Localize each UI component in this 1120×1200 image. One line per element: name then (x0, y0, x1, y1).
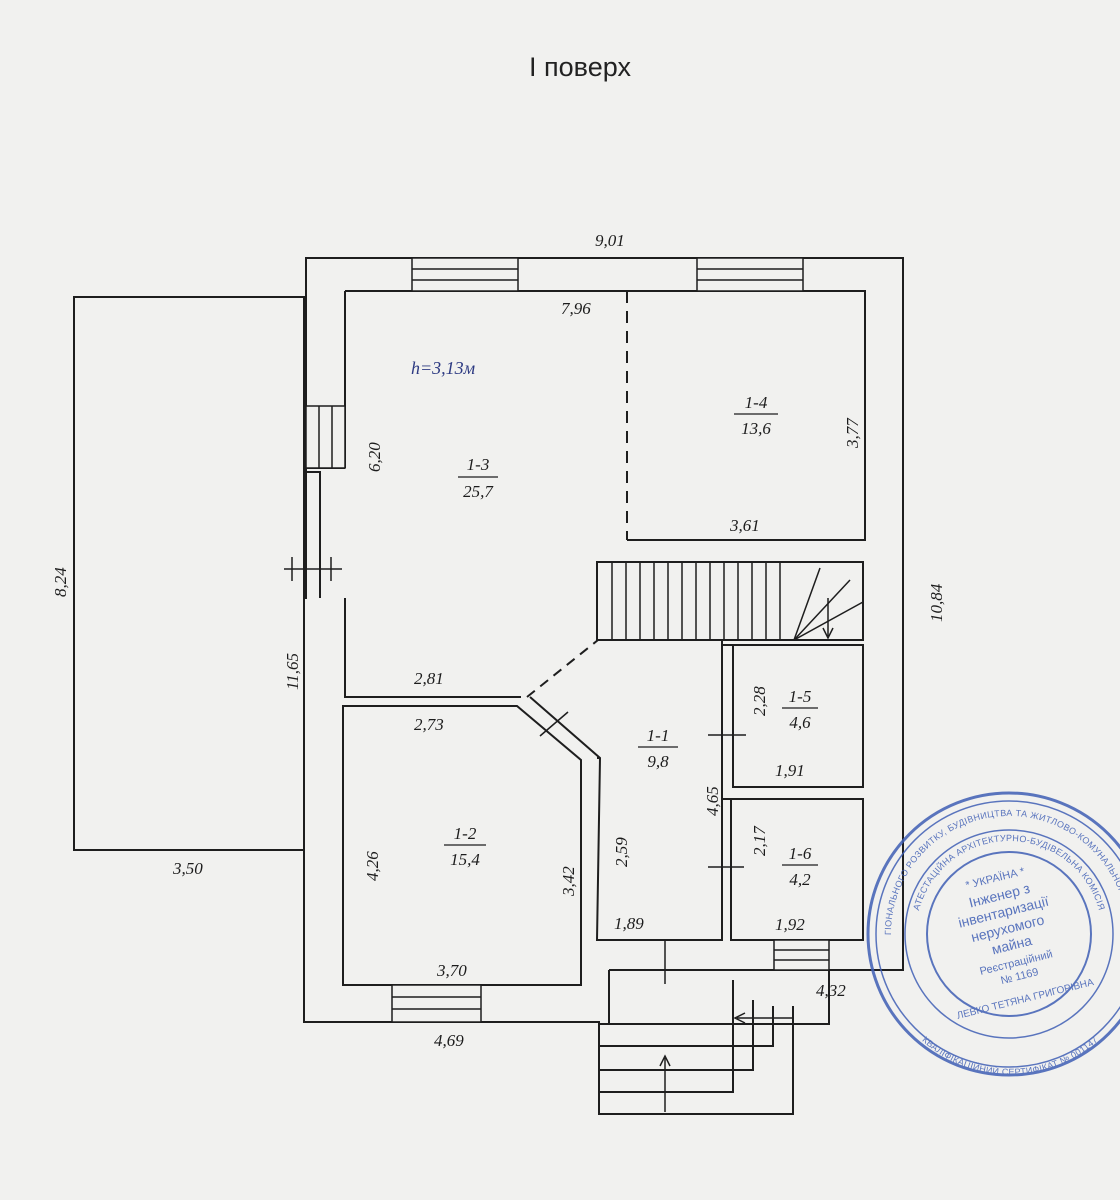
dim-bottom-left: 4,69 (434, 1031, 464, 1050)
room-number: 1-4 (745, 393, 768, 412)
room-label-1-1: 1-1 9,8 (638, 726, 678, 771)
annex-outline (73, 296, 305, 851)
dim-r14-side: 3,77 (843, 417, 862, 449)
dim-r15-side: 2,28 (750, 686, 769, 716)
dim-r12-right: 3,42 (559, 866, 578, 897)
dim-top-outer: 9,01 (595, 231, 625, 250)
dim-annex-height: 8,24 (51, 567, 70, 597)
windows (305, 257, 830, 1023)
official-stamp: МІНІСТЕРСТВО РЕГІОНАЛЬНОГО РОЗВИТКУ, БУД… (0, 0, 1120, 1077)
room-1-4-outline (627, 290, 866, 541)
dim-r15-bottom: 1,91 (775, 761, 805, 780)
dim-r13-bottom: 2,81 (414, 669, 444, 688)
stamp-ring-outer: МІНІСТЕРСТВО РЕГІОНАЛЬНОГО РОЗВИТКУ, БУД… (0, 0, 1120, 935)
room-area: 4,2 (789, 870, 811, 889)
dim-r13-side: 6,20 (365, 442, 384, 472)
room-area: 13,6 (741, 419, 771, 438)
room-number: 1-5 (789, 687, 812, 706)
stamp-ring-bottom: КВАЛІФІКАЦІЙНИЙ СЕРТИФІКАТ № 001147 (920, 1034, 1099, 1077)
dim-r11-diag: 2,59 (612, 837, 631, 867)
room-1-1-outline (529, 640, 723, 941)
window (305, 405, 346, 469)
dim-r16-side: 2,17 (750, 825, 769, 856)
window (391, 984, 482, 1023)
room-label-1-3: 1-3 25,7 (458, 455, 498, 501)
dim-r12-left: 4,26 (363, 851, 382, 881)
room-area: 25,7 (463, 482, 494, 501)
stair-treads (611, 562, 864, 641)
dim-left-outer: 11,65 (283, 653, 302, 690)
hall-dashed (526, 639, 599, 698)
dim-r14-bottom: 3,61 (729, 516, 760, 535)
stairs (596, 561, 864, 641)
dim-r12-bottom: 3,70 (436, 961, 467, 980)
room-number: 1-1 (647, 726, 670, 745)
room-number: 1-2 (454, 824, 477, 843)
dim-r16-bottom: 1,92 (775, 915, 805, 934)
room-label-1-2: 1-2 15,4 (444, 824, 486, 869)
svg-text:МІНІСТЕРСТВО РЕГІОНАЛЬНОГО РОЗ: МІНІСТЕРСТВО РЕГІОНАЛЬНОГО РОЗВИТКУ, БУД… (0, 0, 1120, 935)
window (411, 257, 519, 292)
entrance-porch (598, 969, 829, 1115)
room-label-1-5: 1-5 4,6 (782, 687, 818, 732)
page-title: I поверх (529, 52, 631, 82)
left-partition (306, 467, 345, 598)
room-area: 4,6 (789, 713, 811, 732)
room-number: 1-6 (789, 844, 812, 863)
room-area: 15,4 (450, 850, 480, 869)
dim-r11-bottom: 1,89 (614, 914, 644, 933)
window (696, 257, 804, 292)
outer-wall (303, 257, 904, 1025)
room-1-2-outline (342, 705, 582, 986)
dim-top-inner: 7,96 (561, 299, 591, 318)
dim-bottom-right: 4,32 (816, 981, 846, 1000)
room-area: 9,8 (647, 752, 669, 771)
room-1-5-outline (732, 644, 864, 788)
room-number: 1-3 (467, 455, 490, 474)
window (773, 939, 830, 971)
ceiling-height-note: h=3,13м (411, 358, 476, 378)
dim-annex-width: 3,50 (172, 859, 203, 878)
dim-r11-side: 4,65 (703, 786, 722, 816)
dim-right-outer: 10,84 (927, 583, 946, 622)
room-label-1-6: 1-6 4,2 (782, 844, 818, 889)
svg-text:КВАЛІФІКАЦІЙНИЙ СЕРТИФІКАТ № 0: КВАЛІФІКАЦІЙНИЙ СЕРТИФІКАТ № 001147 (920, 1034, 1099, 1077)
room-label-1-4: 1-4 13,6 (734, 393, 778, 438)
dim-r12-top: 2,73 (414, 715, 444, 734)
